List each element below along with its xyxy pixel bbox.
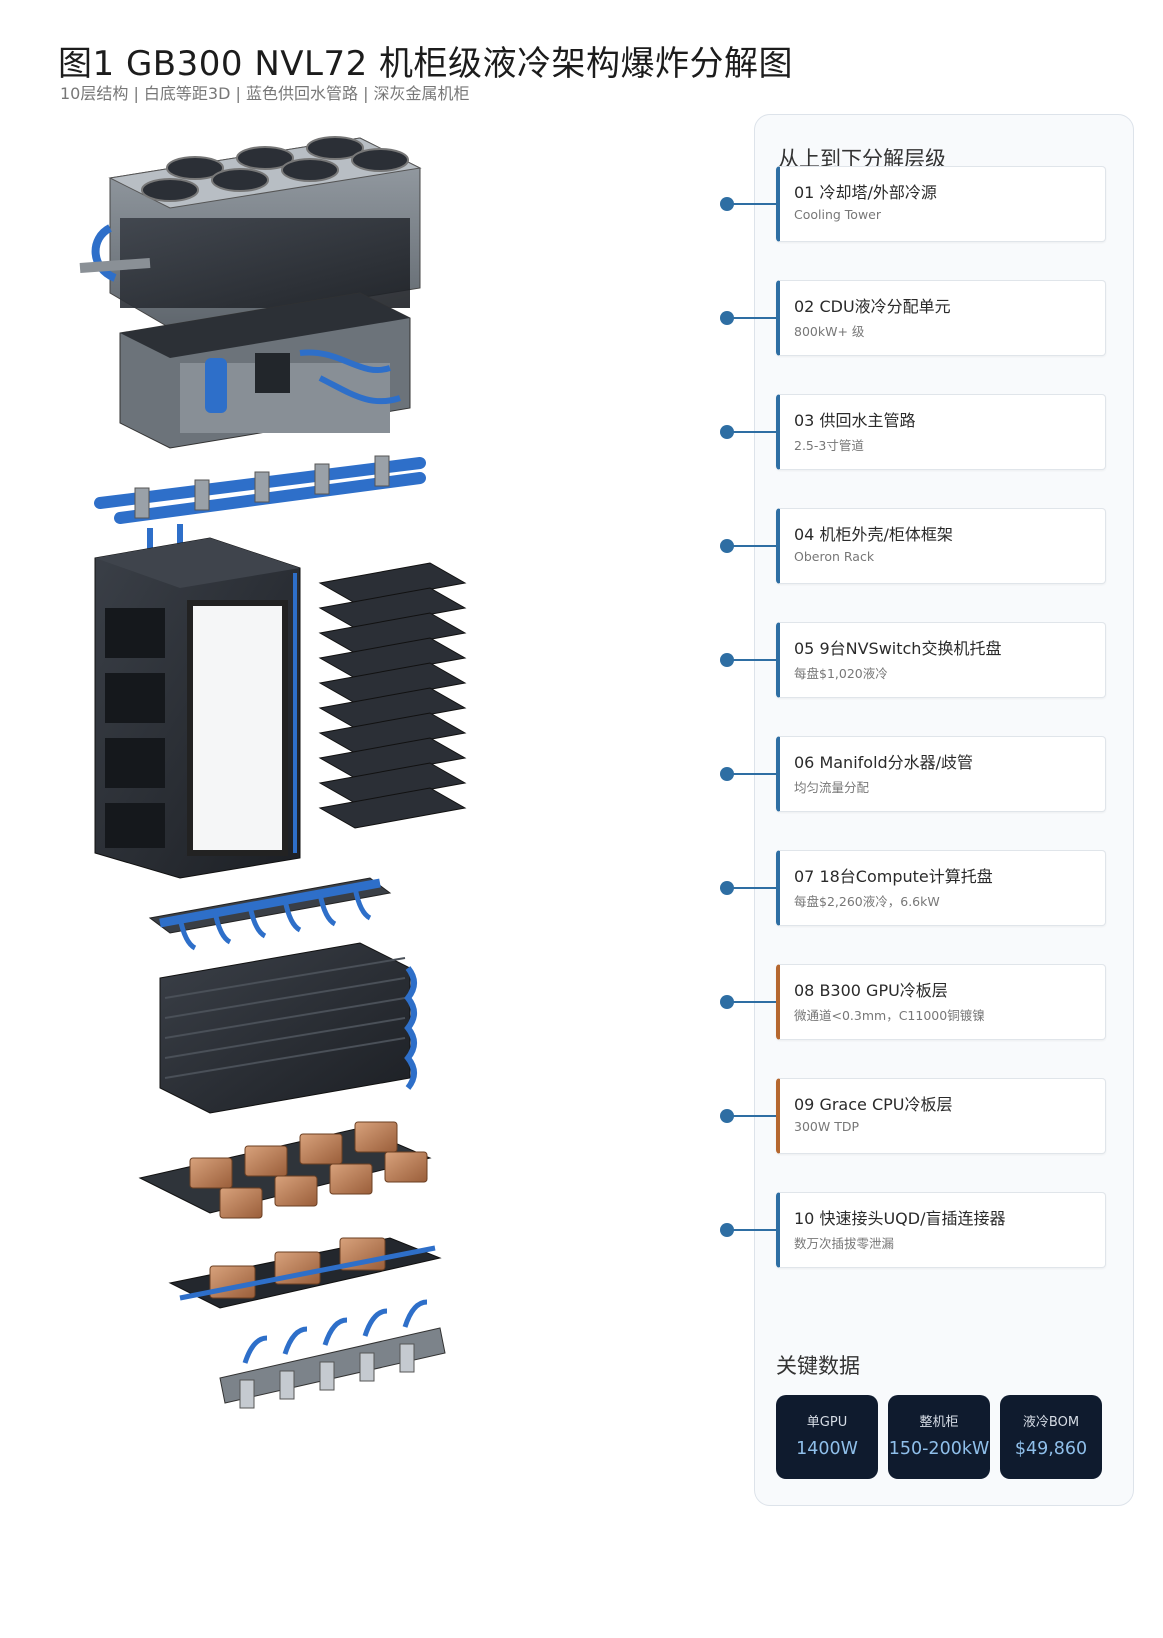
exploded-diagram-illustration: [79, 136, 467, 1409]
layer-connector-line: [727, 317, 777, 319]
key-data-heading: 关键数据: [776, 1354, 860, 1378]
cdu-layer: [119, 292, 411, 449]
layer-connector-line: [727, 431, 777, 433]
cooling-tower-layer: [79, 136, 422, 329]
layer-card-title: 01 冷却塔/外部冷源: [794, 183, 937, 202]
key-stat-value: $49,860: [1014, 1439, 1088, 1459]
layer-connector-line: [727, 545, 777, 547]
layer-card: 09 Grace CPU冷板层 300W TDP: [776, 1078, 1106, 1154]
gpu-cold-plate-layer: [138, 1121, 432, 1219]
layer-card: 03 供回水主管路 2.5-3寸管道: [776, 394, 1106, 470]
layer-card: 05 9台NVSwitch交换机托盘每盘$1,020液冷: [776, 622, 1106, 698]
layer-connector-line: [727, 773, 777, 775]
key-stat-value: 150-200kW: [888, 1439, 990, 1459]
layer-card-title: 04 机柜外壳/柜体框架: [794, 525, 953, 544]
layer-card-subtitle: 800kW+ 级: [794, 324, 865, 339]
layer-card-subtitle: 均匀流量分配: [794, 780, 870, 795]
key-stat-label: 整机柜: [919, 1415, 959, 1430]
layer-card-title: 03 供回水主管路: [794, 411, 916, 430]
key-stat-box: 整机柜 150-200kW: [888, 1395, 990, 1479]
layer-card-subtitle: 每盘$1,020液冷: [794, 666, 888, 681]
layer-card-title: 07 18台Compute计算托盘: [794, 867, 993, 886]
layer-connector-line: [727, 887, 777, 889]
layer-card-title: 06 Manifold分水器/歧管: [794, 753, 974, 772]
cpu-cold-plate-layer: [168, 1237, 442, 1309]
layer-card: 08 B300 GPU冷板层微通道<0.3mm，C11000铜镀镍: [776, 964, 1106, 1040]
key-stat-box: 单GPU 1400W: [776, 1395, 878, 1479]
layer-connector-line: [727, 1115, 777, 1117]
main-pipe-layer: [94, 455, 426, 558]
key-stat-box: 液冷BOM $49,860: [1000, 1395, 1102, 1479]
layer-card: 01 冷却塔/外部冷源 Cooling Tower: [776, 166, 1106, 242]
layer-card: 06 Manifold分水器/歧管均匀流量分配: [776, 736, 1106, 812]
layer-connector-line: [727, 203, 777, 205]
layer-card-title: 10 快速接头UQD/盲插连接器: [794, 1209, 1006, 1228]
layer-card-title: 08 B300 GPU冷板层: [794, 981, 948, 1000]
layer-connector-line: [727, 1001, 777, 1003]
manifold-layer: [148, 877, 392, 951]
layer-card-subtitle: 300W TDP: [794, 1119, 859, 1134]
layer-connector-line: [727, 659, 777, 661]
layer-card-subtitle: Cooling Tower: [794, 207, 882, 222]
layer-card-title: 09 Grace CPU冷板层: [794, 1095, 953, 1114]
layer-card-subtitle: Oberon Rack: [794, 549, 875, 564]
layer-card-subtitle: 数万次插拔零泄漏: [794, 1236, 895, 1251]
layer-card-title: 02 CDU液冷分配单元: [794, 297, 951, 316]
layer-card-title: 05 9台NVSwitch交换机托盘: [794, 639, 1002, 658]
key-stat-label: 液冷BOM: [1022, 1415, 1080, 1430]
key-stat-label: 单GPU: [806, 1415, 848, 1430]
layer-card: 10 快速接头UQD/盲插连接器数万次插拔零泄漏: [776, 1192, 1106, 1268]
layer-card: 02 CDU液冷分配单元 800kW+ 级: [776, 280, 1106, 356]
key-stat-value: 1400W: [796, 1439, 858, 1459]
layer-card-subtitle: 每盘$2,260液冷，6.6kW: [794, 894, 940, 909]
layer-card: 07 18台Compute计算托盘每盘$2,260液冷，6.6kW: [776, 850, 1106, 926]
compute-tray-stack: [159, 942, 417, 1114]
layer-card-subtitle: 微通道<0.3mm，C11000铜镀镍: [794, 1008, 985, 1023]
nvswitch-tray-stack: [318, 562, 467, 829]
figure-subtitle: 10层结构 | 白底等距3D | 蓝色供回水管路 | 深灰金属机柜: [60, 84, 470, 103]
uqd-connector-layer: [219, 1299, 446, 1409]
layer-card: 04 机柜外壳/柜体框架 Oberon Rack: [776, 508, 1106, 584]
figure-title: 图1 GB300 NVL72 机柜级液冷架构爆炸分解图: [58, 44, 794, 84]
rack-layer: [94, 537, 301, 879]
layer-card-subtitle: 2.5-3寸管道: [794, 438, 864, 453]
layer-connector-line: [727, 1229, 777, 1231]
